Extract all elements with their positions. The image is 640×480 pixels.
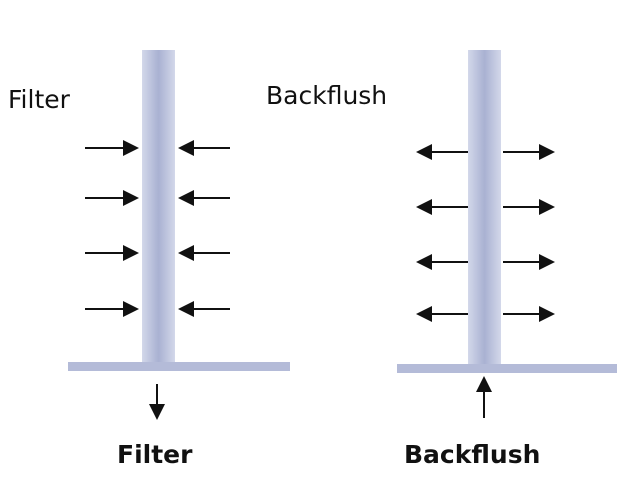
inflow-arrows [85, 140, 230, 420]
filter-tube [468, 50, 501, 368]
base-plate [68, 362, 290, 371]
filter-top-label: Filter [8, 85, 70, 114]
backflush-bottom-label: Backflush [404, 440, 541, 469]
outflow-arrows [416, 144, 555, 418]
base-plate [397, 364, 617, 373]
filter-bottom-label: Filter [117, 440, 193, 469]
filter-tube [142, 50, 175, 364]
backflush-element-right [397, 50, 617, 418]
filter-element-left [68, 50, 290, 420]
backflush-top-label: Backflush [266, 81, 388, 110]
